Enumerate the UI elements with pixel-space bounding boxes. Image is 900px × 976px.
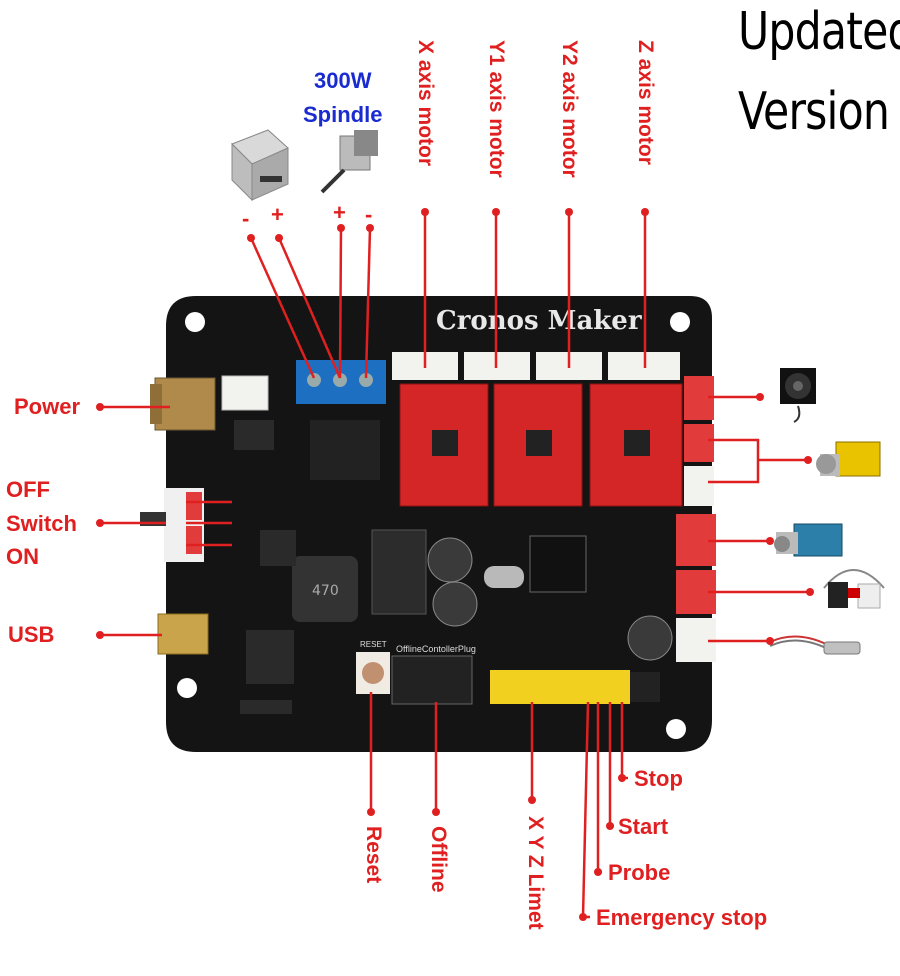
y1-axis-motor-label: Y1 axis motor [485,40,508,178]
stop-label: Stop [634,766,683,791]
power-label: Power [14,394,81,419]
offline-header [391,655,473,705]
mount-hole [666,719,686,739]
psu-minus: - [242,206,250,231]
offline-label: Offline [427,826,450,893]
laser-connector-blue-module [676,514,716,566]
y2-axis-motor-label: Y2 axis motor [558,40,581,178]
offline-plug-silk: OfflineContollerPlug [396,644,476,654]
capacitor [427,537,473,583]
capacitor [627,615,673,661]
board-brand: Cronos Maker [436,306,642,336]
dc-jack [154,377,216,431]
laser-module-blue-icon [774,523,843,557]
laser-connector-white [684,466,714,506]
usb-port [157,613,209,655]
mount-hole [670,312,690,332]
switch-off-label: OFF [6,477,50,502]
motor-connector-x [392,352,458,380]
cooling-fan-icon [780,368,816,423]
motor-connector-y2 [536,352,602,380]
stepper-driver [399,383,489,507]
spindle-power-label: 300W [314,68,372,93]
laser-pointer-icon [769,635,861,655]
fan-connector [684,376,714,420]
motor-connector-z [608,352,680,380]
spindle-plus: + [333,200,346,225]
limit-label: X Y Z Limet [524,816,547,930]
spindle-name-label: Spindle [303,102,383,127]
probe-label: Probe [608,860,671,885]
spindle-minus: - [365,202,373,227]
mount-hole [185,312,205,332]
mount-hole [177,678,197,698]
laser-module-yellow-icon [816,441,881,477]
laser-connector-small [676,570,716,614]
z-axis-motor-label: Z axis motor [634,40,657,165]
microcontroller [529,535,587,593]
spindle-motor-icon [320,130,378,194]
laser-connector-red [684,424,714,462]
inductor [292,556,358,622]
aux-power-connector [221,375,269,411]
limit-header [490,670,630,704]
psu-plus: + [271,202,284,227]
x-axis-motor-label: X axis motor [414,40,437,167]
capacitor [432,581,478,627]
laser-module-small-icon [823,569,885,609]
switch-on-label: ON [6,544,39,569]
title-line-1: Updated [738,2,900,62]
usb-label: USB [8,622,55,647]
emergency-stop-label: Emergency stop [596,905,768,930]
title-line-2: Version [738,82,890,142]
regulator [371,529,427,615]
motor-connector-y1 [464,352,530,380]
start-label: Start [618,814,669,839]
laser-pointer-connector [676,618,716,662]
reset-label: Reset [362,826,385,884]
reset-silk: RESET [360,640,387,649]
crystal [484,566,524,588]
power-supply-icon [231,129,289,202]
switch-label: Switch [6,511,77,536]
svg-text:470: 470 [312,583,339,599]
